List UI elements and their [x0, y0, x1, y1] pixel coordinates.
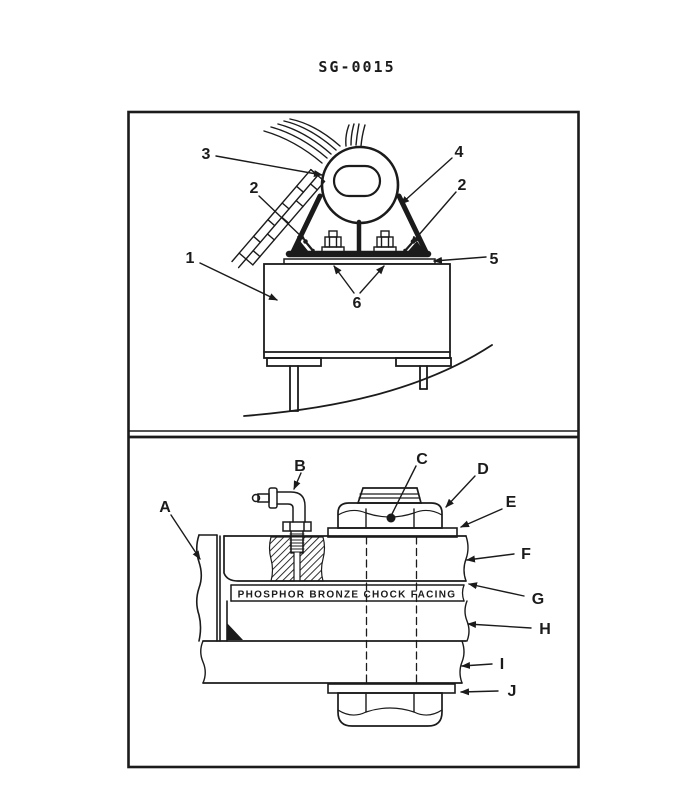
foundation-box [263, 263, 452, 412]
callout-1: 1 [186, 250, 278, 301]
grease-fitting-left [303, 239, 316, 254]
cable-bundle-left [263, 118, 341, 164]
chock-break-edge [464, 600, 470, 642]
equipment-housing [320, 145, 400, 225]
callout-D: D [445, 461, 489, 508]
bolt-head-cap [356, 487, 423, 504]
cable-bundle-top [345, 123, 366, 147]
callout-F-label: F [521, 546, 531, 563]
callout-J-label: J [508, 683, 517, 700]
mounting-bracket [285, 193, 432, 258]
callout-F: F [466, 546, 531, 563]
chock-facing-band: PHOSPHOR BRONZE CHOCK FACING [230, 584, 465, 602]
callout-A: A [159, 499, 201, 560]
panel-frame [127, 110, 580, 769]
foundation-break-right [459, 640, 465, 684]
callout-4-label: 4 [455, 144, 464, 161]
callout-4: 4 [400, 144, 464, 205]
top-panel: 3 2 1 4 2 5 6 [186, 118, 499, 417]
grease-elbow-fitting [251, 487, 312, 554]
callout-2-left: 2 [250, 180, 306, 241]
bulkhead-plate [195, 534, 221, 642]
callout-B-label: B [294, 458, 306, 475]
callout-I-label: I [500, 656, 504, 673]
foundation-break-left [200, 640, 206, 684]
chock-layer [226, 600, 470, 642]
bottom-panel: PHOSPHOR BRONZE CHOCK FACING [159, 451, 551, 727]
callout-H: H [467, 621, 551, 638]
callout-2-left-label: 2 [250, 180, 259, 197]
figure-title: SG-0015 [318, 58, 395, 76]
hull-curve [243, 344, 493, 417]
callout-I: I [461, 656, 504, 673]
callout-B: B [293, 458, 306, 490]
chock-facing-label: PHOSPHOR BRONZE CHOCK FACING [238, 590, 457, 601]
hidden-bolt-shank [365, 536, 418, 684]
callout-5-label: 5 [490, 251, 499, 268]
callout-A-label: A [159, 499, 171, 516]
callout-G-label: G [532, 591, 544, 608]
lower-washer [327, 683, 456, 694]
callout-G: G [468, 582, 544, 608]
flexible-conduit [231, 168, 326, 269]
callout-1-label: 1 [186, 250, 195, 267]
grease-passage-threads [289, 533, 305, 553]
callout-C: C [391, 451, 428, 515]
callout-2-right: 2 [410, 177, 467, 245]
callout-3-label: 3 [202, 146, 211, 163]
bottom-nut [337, 692, 443, 727]
top-plate [223, 533, 469, 582]
callout-6: 6 [333, 265, 385, 312]
callout-6-label: 6 [353, 295, 362, 312]
grease-hole-hatch-right [299, 536, 326, 582]
bolt-head [337, 487, 443, 529]
callout-J: J [460, 683, 517, 700]
callout-E: E [460, 494, 517, 528]
mounting-bolt-left [321, 230, 345, 253]
callout-2-right-label: 2 [458, 177, 467, 194]
callout-5: 5 [433, 251, 499, 268]
callout-H-label: H [539, 621, 551, 638]
weld-fillet [227, 623, 243, 640]
grease-hole-hatch-left [268, 536, 295, 582]
bolt-head-center-mark [386, 513, 396, 523]
callout-D-label: D [477, 461, 489, 478]
callout-C-label: C [416, 451, 428, 468]
equipment-port [332, 164, 382, 198]
top-plate-break-edge [463, 535, 469, 582]
mounting-bolt-right [373, 230, 397, 253]
foundation-layer [200, 640, 467, 684]
callout-E-label: E [506, 494, 517, 511]
callout-3: 3 [202, 146, 323, 178]
